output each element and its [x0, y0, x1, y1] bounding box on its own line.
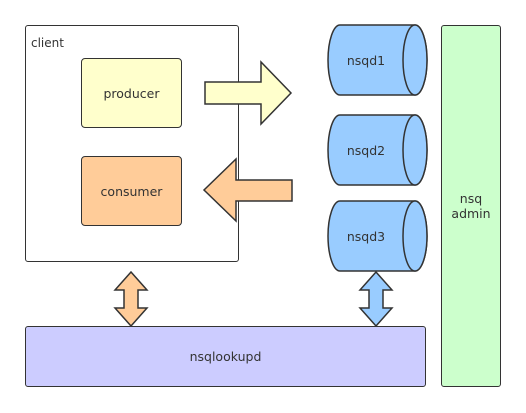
nsqd1-cylinder [327, 24, 428, 96]
publish-arrow [204, 60, 293, 126]
admin-label-line1: nsq [459, 191, 483, 206]
client-label: client [31, 36, 64, 50]
producer-label: producer [103, 85, 160, 101]
admin-label-line2: admin [451, 206, 491, 221]
nsqd1-label: nsqd1 [346, 53, 386, 68]
nsqd3-cylinder [327, 200, 428, 272]
nsqd3-label: nsqd3 [346, 229, 386, 244]
producer-block: producer [81, 58, 182, 128]
consumer-label: consumer [100, 183, 163, 199]
nsqd2-label: nsqd2 [346, 143, 386, 158]
nsqd-lookupd-arrow [358, 270, 394, 328]
consume-arrow [202, 157, 293, 223]
nsqlookupd-label: nsqlookupd [189, 349, 262, 364]
consumer-block: consumer [81, 156, 182, 226]
nsq-admin-box: nsq admin [441, 25, 501, 387]
client-lookupd-arrow [113, 270, 149, 328]
nsqlookupd-box: nsqlookupd [25, 326, 426, 387]
nsqd2-cylinder [327, 114, 428, 186]
